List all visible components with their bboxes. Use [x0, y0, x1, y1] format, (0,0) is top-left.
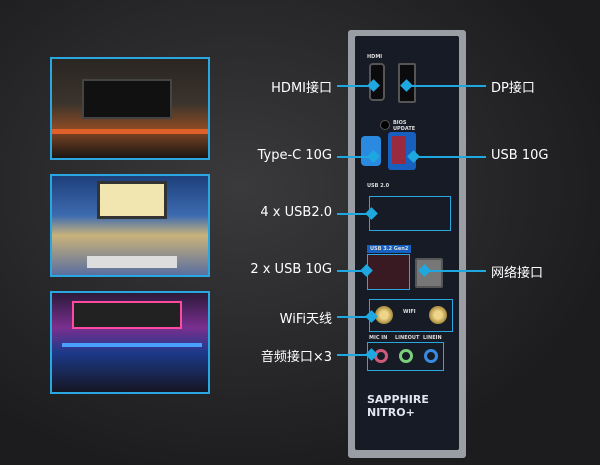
photo-rgb-desk: [50, 291, 210, 394]
leader-typec: [337, 156, 373, 158]
leader-wifi: [337, 316, 371, 318]
label-audio: 音频接口×3: [260, 350, 332, 365]
leader-audio: [337, 354, 371, 356]
usb-gen2-tag: USB 3.2 Gen2: [367, 245, 411, 253]
photo-desk-setup: [50, 57, 210, 160]
usb20-ports: [369, 196, 451, 231]
wifi-print: WIFI: [403, 309, 416, 315]
leader-hdmi: [337, 85, 373, 87]
hdmi-print: HDMI: [367, 54, 383, 60]
linein-print: LINEIN: [423, 335, 442, 341]
label-dp: DP接口: [491, 81, 535, 96]
lineout-print: LINEOUT: [395, 335, 420, 341]
usb20-print: USB 2.0: [367, 183, 390, 189]
lan-port: [415, 258, 443, 288]
label-typec: Type-C 10G: [257, 148, 332, 163]
wifi-antenna-2: [429, 306, 447, 324]
leader-dp: [406, 85, 486, 87]
bios-print: BIOS UPDATE: [393, 120, 416, 132]
wifi-antenna-1: [375, 306, 393, 324]
linein-jack: [424, 349, 438, 363]
label-wifi: WiFi天线: [279, 312, 332, 327]
nitro-logo: SAPPHIRE NITRO+: [367, 393, 429, 419]
label-usb10-left: 2 x USB 10G: [250, 262, 332, 277]
photo-gaming-room: [50, 174, 210, 277]
label-usb20: 4 x USB2.0: [260, 205, 332, 220]
leader-usb20: [337, 213, 371, 215]
leader-lan: [424, 270, 486, 272]
usb10-ports: [367, 254, 410, 290]
leader-usb10-left: [337, 270, 367, 272]
leader-usb10-right: [413, 156, 486, 158]
bios-button: [380, 120, 390, 130]
label-lan: 网络接口: [491, 266, 544, 281]
io-shield: HDMI BIOS UPDATE USB 2.0 USB 3.2 Gen2 WI…: [348, 30, 466, 458]
label-usb10-right: USB 10G: [491, 148, 549, 163]
io-panel: HDMI BIOS UPDATE USB 2.0 USB 3.2 Gen2 WI…: [355, 36, 459, 450]
usb-gen2-print: USB 3.2 Gen2: [370, 246, 409, 252]
lineout-jack: [399, 349, 413, 363]
label-hdmi: HDMI接口: [271, 81, 332, 96]
mic-print: MIC IN: [369, 335, 388, 341]
